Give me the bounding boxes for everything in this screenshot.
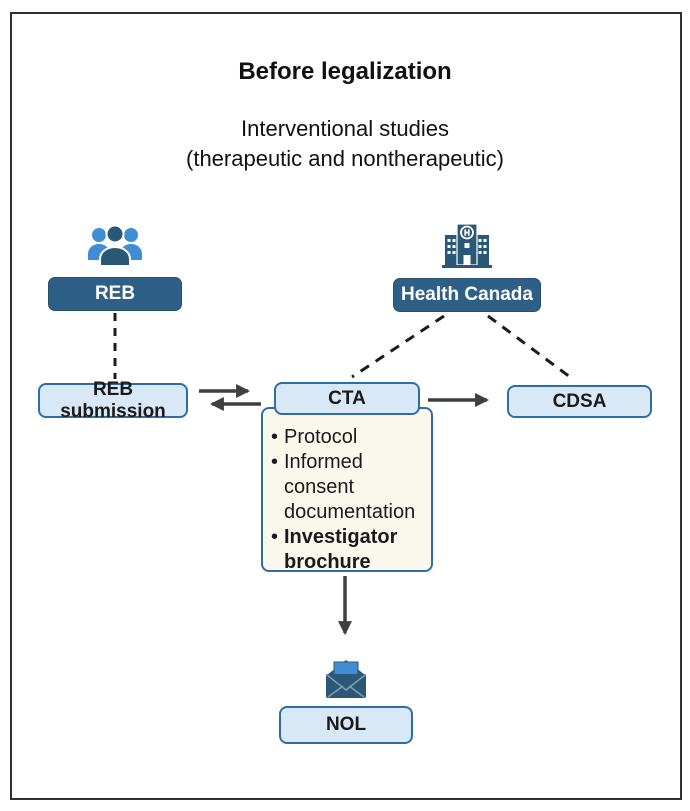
node-nol-label: NOL <box>325 714 367 735</box>
bullet-marker: • <box>271 451 279 473</box>
list-item: • Protocol <box>271 425 427 450</box>
open-envelope-letter-icon <box>320 653 372 701</box>
connector-healthcanada-cta <box>351 314 445 379</box>
list-item: • Informed consent documentation <box>271 450 427 525</box>
subtitle-line-1: Interventional studies <box>241 116 449 141</box>
node-cta: CTA <box>274 382 420 415</box>
attachment-label: Informed consent documentation <box>284 451 416 523</box>
attachment-label: Protocol <box>284 426 358 448</box>
node-cdsa-label: CDSA <box>552 390 607 412</box>
node-health-canada: Health Canada <box>393 278 541 312</box>
node-reb-submission: REB submission <box>38 379 188 422</box>
bullet-marker: • <box>271 426 279 448</box>
node-reb-submission-label: REB submission <box>60 378 166 422</box>
connector-healthcanada-cdsa <box>487 314 575 382</box>
figure-title: Before legalization <box>238 58 452 85</box>
node-reb-label: REB <box>94 283 136 304</box>
bullet-marker: • <box>271 526 279 548</box>
cta-attachments-list: • Protocol • Informed consent documentat… <box>271 425 427 575</box>
node-cdsa: CDSA <box>507 385 652 418</box>
node-cta-label: CTA <box>328 387 366 409</box>
node-health-canada-label: Health Canada <box>401 284 533 305</box>
cta-attachments-box: • Protocol • Informed consent documentat… <box>261 407 433 575</box>
list-item: • Investigator brochure <box>271 525 427 575</box>
people-group-icon <box>85 222 145 272</box>
subtitle-line-2: (therapeutic and nontherapeutic) <box>186 146 504 171</box>
node-nol: NOL <box>279 706 413 744</box>
figure-subtitle: Interventional studies (therapeutic and … <box>0 114 690 174</box>
hospital-building-icon <box>441 219 493 270</box>
attachment-label: Investigator brochure <box>284 526 398 573</box>
node-reb: REB <box>48 277 182 311</box>
